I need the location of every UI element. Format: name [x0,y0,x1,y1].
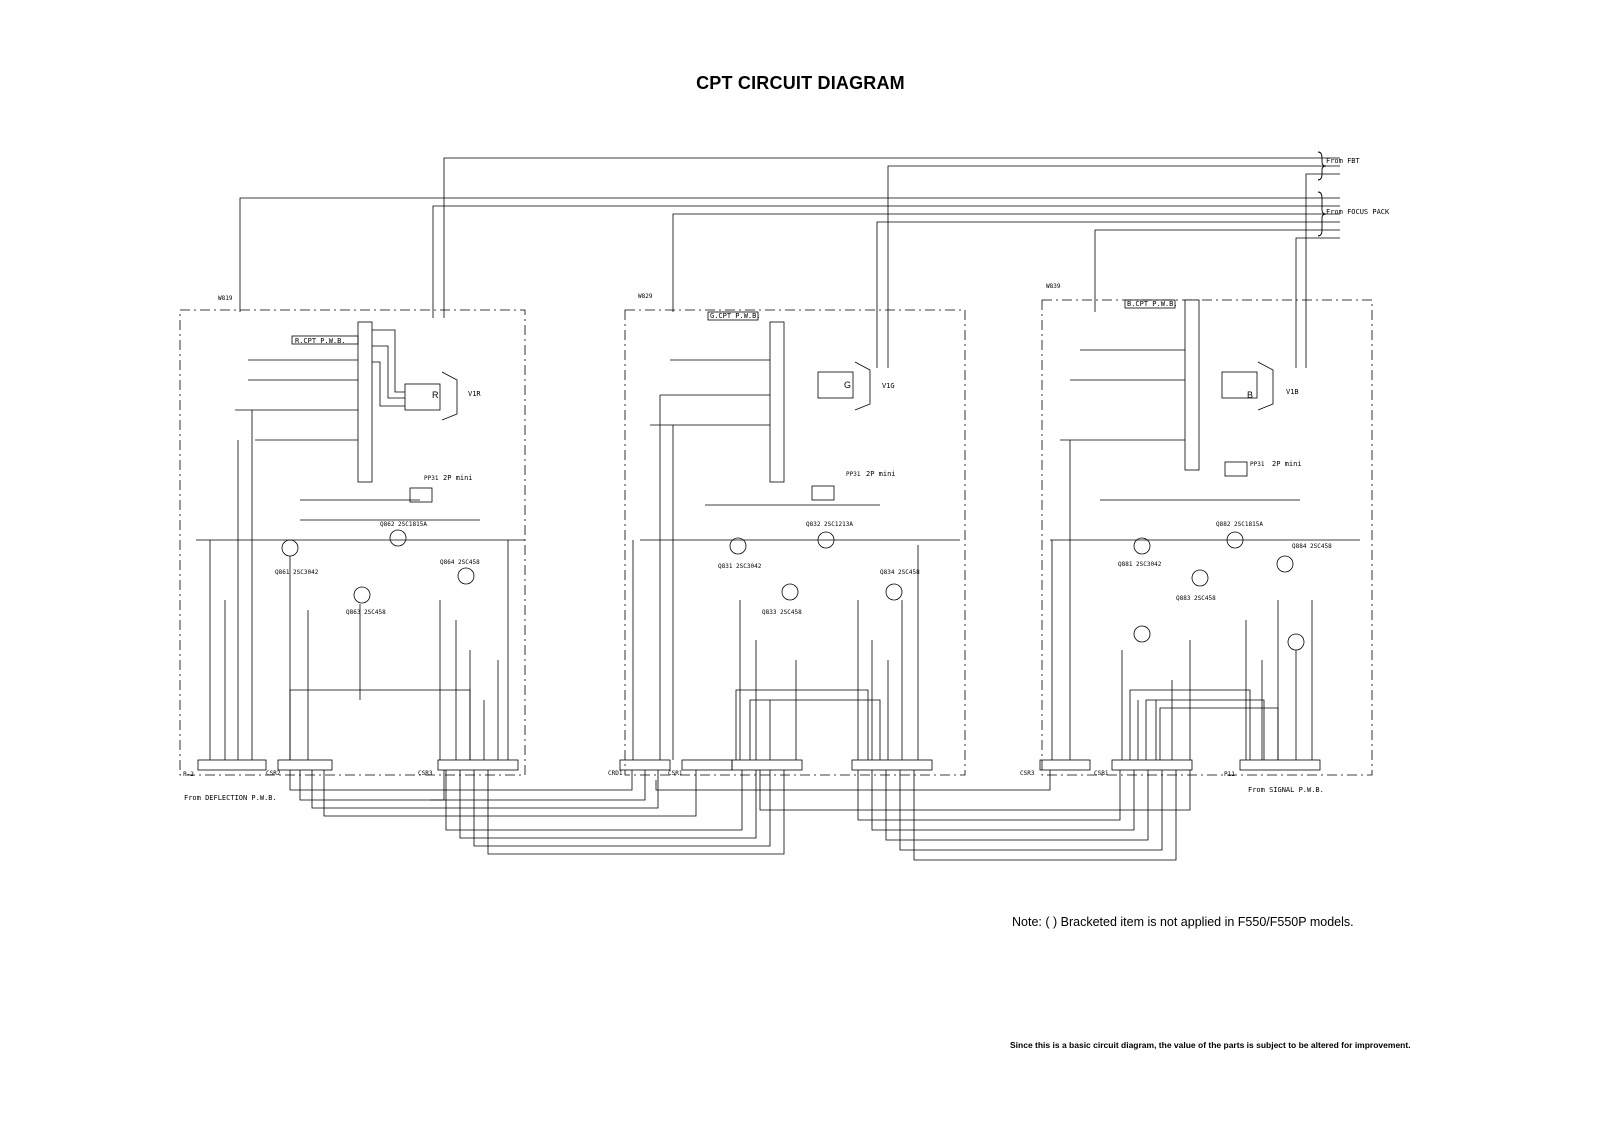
r-w-ref: W819 [218,295,233,302]
r-socket-label: R [432,390,439,400]
q861-label: Q861 2SC3042 [275,569,319,576]
b-conn-label: PP31 [1250,461,1265,468]
connector-p11: P11 [1224,771,1235,778]
g-conn-label: PP31 [846,471,861,478]
b-pwb-label: B.CPT P.W.B. [1127,300,1178,308]
disclaimer: Since this is a basic circuit diagram, t… [1010,1040,1411,1050]
r-conn-label: PP31 [424,475,439,482]
g-w-ref: W829 [638,293,653,300]
g-conn-type: 2P mini [866,470,896,478]
from-fbt-label: From FBT [1326,157,1361,165]
from-deflection-label: From DEFLECTION P.W.B. [184,794,277,802]
q882-label: Q882 2SC1815A [1216,521,1263,528]
connector-csr3: CSR3 [418,770,433,777]
q884-label: Q884 2SC458 [1292,543,1332,550]
q863-label: Q863 2SC458 [346,609,386,616]
b-conn-type: 2P mini [1272,460,1302,468]
page-title: CPT CIRCUIT DIAGRAM [696,73,905,93]
b-socket-ref: V1B [1286,388,1299,396]
g-socket-ref: V1G [882,382,895,390]
q834-label: Q834 2SC458 [880,569,920,576]
q833-label: Q833 2SC458 [762,609,802,616]
footnote: Note: ( ) Bracketed item is not applied … [1012,915,1354,929]
connector-crd1: CRD1 [608,770,623,777]
g-socket-label: G [844,380,851,390]
q883-label: Q883 2SC458 [1176,595,1216,602]
q831-label: Q831 2SC3042 [718,563,762,570]
b-socket-label: B [1247,390,1253,400]
b-w-ref: W839 [1046,283,1061,290]
q862-label: Q862 2SC1815A [380,521,427,528]
connector-p2: P-2 [183,771,194,778]
r-conn-type: 2P mini [443,474,473,482]
connector-csr2: CSR2 [266,770,281,777]
q832-label: Q832 2SC1213A [806,521,853,528]
from-signal-label: From SIGNAL P.W.B. [1248,786,1324,794]
q864-label: Q864 2SC458 [440,559,480,566]
from-focus-pack-label: From FOCUS PACK [1326,208,1390,216]
q881-label: Q881 2SC3042 [1118,561,1162,568]
connector-csb1: CSB1 [1094,770,1109,777]
r-pwb-label: R.CPT P.W.B. [295,337,346,345]
connector-csr1: CSR1 [668,770,683,777]
r-socket-ref: V1R [468,390,481,398]
g-pwb-label: G.CPT P.W.B. [710,312,761,320]
connector-right-csr3: CSR3 [1020,770,1035,777]
